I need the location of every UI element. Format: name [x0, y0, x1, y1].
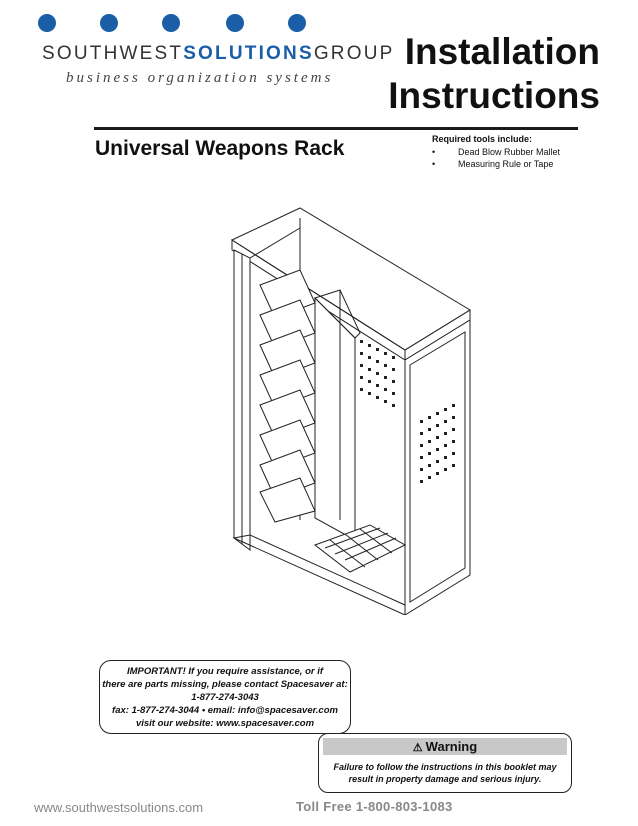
logo-dots — [30, 14, 320, 38]
document-title: Installation Instructions — [388, 30, 600, 118]
warning-title: Warning — [425, 739, 478, 754]
brand-part-southwest: SOUTHWEST — [42, 43, 184, 64]
tools-list: Dead Blow Rubber Mallet Measuring Rule o… — [432, 146, 560, 170]
brand-logo-text: SOUTHWESTSOLUTIONSGROUP — [42, 43, 395, 65]
warning-triangle-icon: ⚠ — [412, 742, 423, 754]
warning-line: result in property damage and serious in… — [348, 774, 542, 784]
brand-part-group: GROUP — [313, 43, 395, 64]
title-divider — [94, 127, 578, 130]
logo-dot — [100, 14, 118, 32]
logo-dot — [162, 14, 180, 32]
logo-dot — [38, 14, 56, 32]
tool-item: Dead Blow Rubber Mallet — [432, 146, 560, 158]
warning-line: Failure to follow the instructions in th… — [333, 762, 557, 772]
important-line: IMPORTANT! If you require assistance, or… — [126, 666, 324, 677]
warning-box: ⚠Warning Failure to follow the instructi… — [318, 733, 572, 793]
logo-dot — [288, 14, 306, 32]
warning-body: Failure to follow the instructions in th… — [319, 755, 571, 785]
important-phone: 1-877-274-3043 — [191, 692, 259, 703]
important-website: visit our website: www.spacesaver.com — [135, 718, 315, 729]
title-line-2: Instructions — [388, 75, 600, 116]
important-line: there are parts missing, please contact … — [102, 679, 348, 690]
important-fax-email: fax: 1-877-274-3044 • email: info@spaces… — [112, 705, 338, 716]
product-name: Universal Weapons Rack — [95, 137, 345, 160]
title-line-1: Installation — [404, 31, 600, 72]
logo-dot — [226, 14, 244, 32]
brand-part-solutions: SOLUTIONS — [183, 43, 314, 64]
important-contact-box: IMPORTANT! If you require assistance, or… — [99, 660, 351, 734]
footer-website[interactable]: www.southwestsolutions.com — [34, 800, 204, 815]
warning-header: ⚠Warning — [323, 738, 567, 755]
tool-item: Measuring Rule or Tape — [432, 158, 560, 170]
required-tools: Required tools include: Dead Blow Rubber… — [432, 134, 560, 170]
footer-tollfree: Toll Free 1-800-803-1083 — [296, 799, 453, 814]
brand-tagline: business organization systems — [66, 70, 334, 86]
tools-heading: Required tools include: — [432, 134, 533, 144]
weapons-rack-illustration — [230, 207, 471, 615]
